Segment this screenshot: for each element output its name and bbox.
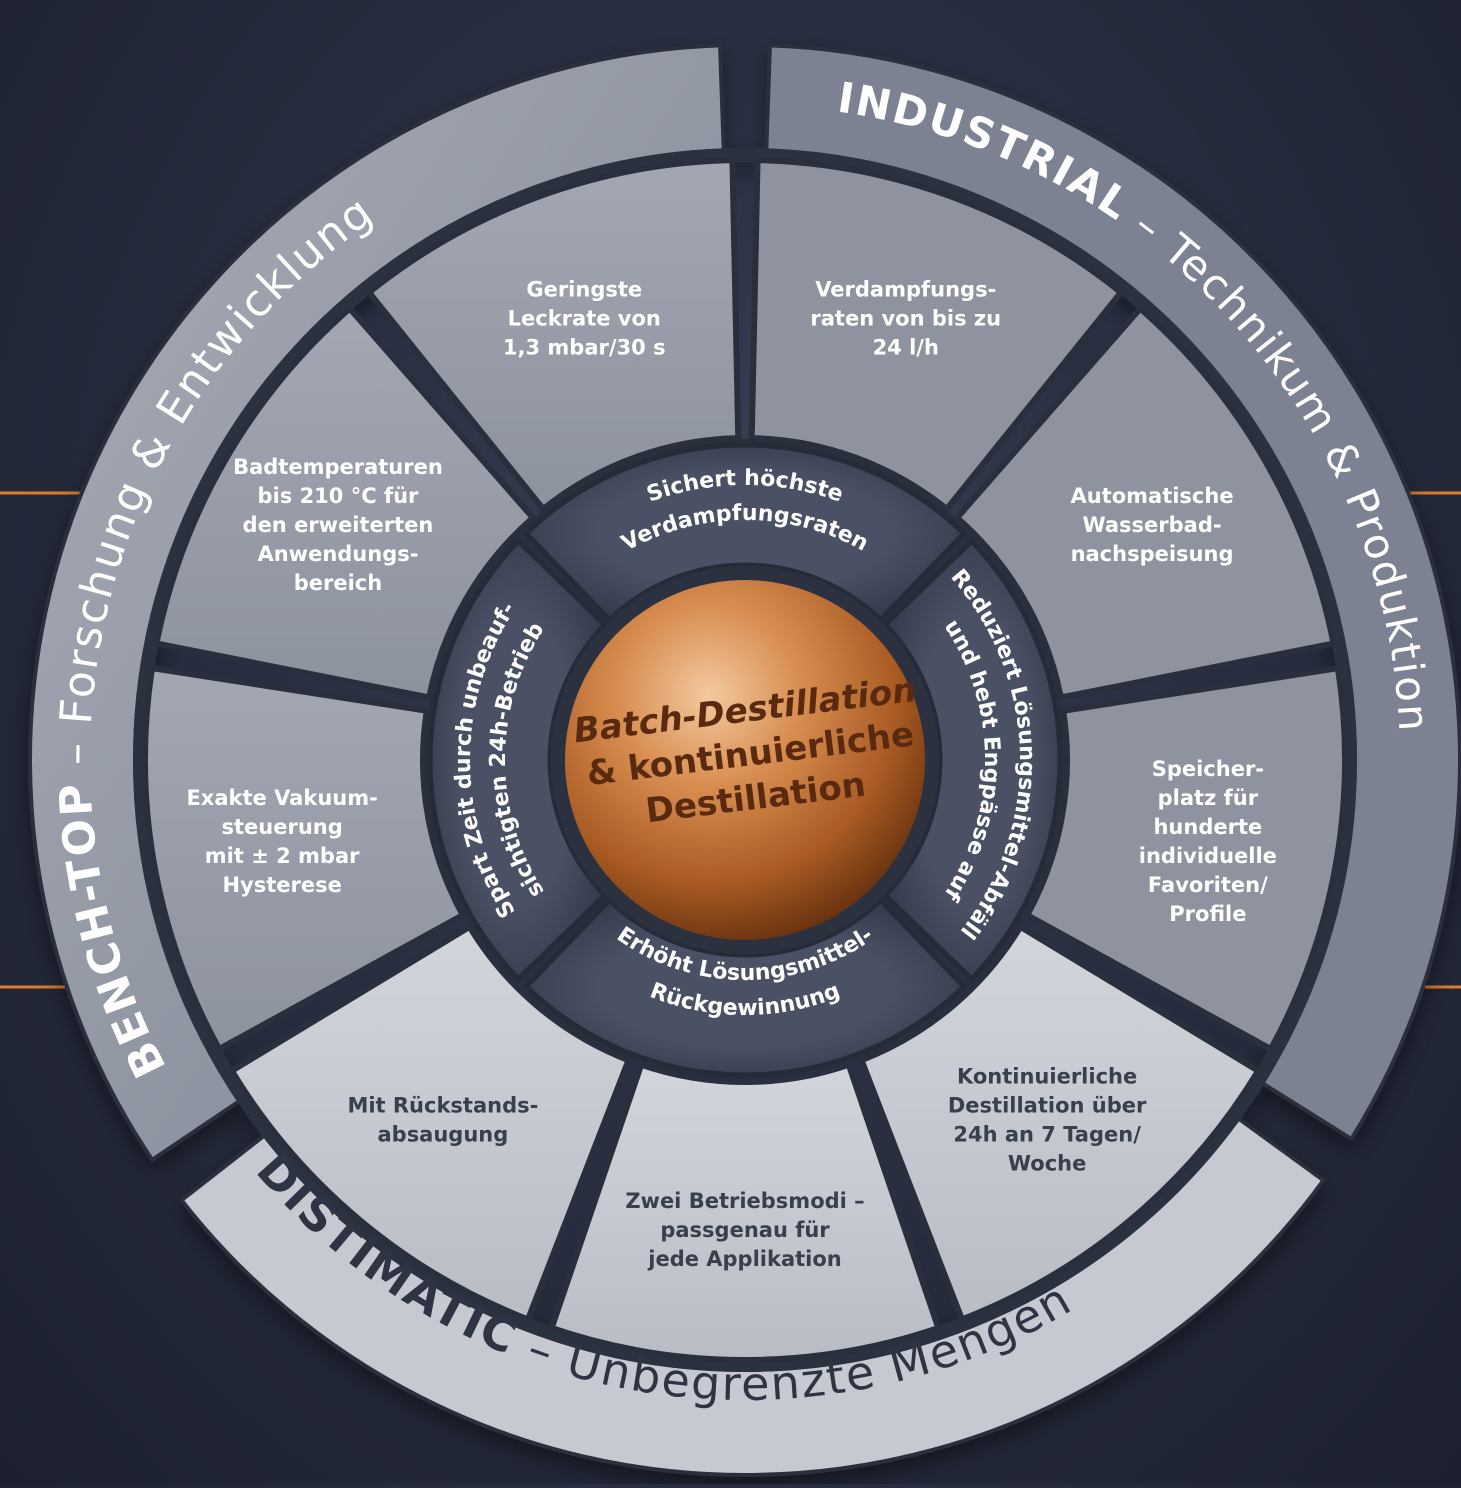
feature-segment-line: mit ± 2 mbar xyxy=(205,844,360,868)
feature-segment: Verdampfungs-raten von bis zu 24 l/h xyxy=(748,157,1126,514)
feature-segment-line: den erweiterten xyxy=(243,513,434,537)
feature-segment-shape xyxy=(152,304,538,701)
feature-segment-text: Zwei Betriebsmodi – passgenau für jede App… xyxy=(625,1189,864,1271)
feature-segment-line: nachspeisung xyxy=(1071,542,1234,566)
feature-segment-line: Leckrate von xyxy=(508,306,661,330)
feature-segment-line: bis 210 °C für xyxy=(258,484,419,508)
feature-segment-text: Badtemperaturen bis 210 °C für den erweite… xyxy=(233,455,443,595)
feature-segment-shape xyxy=(364,157,742,514)
feature-segment-line: individuelle xyxy=(1139,844,1277,868)
feature-segment-line: 1,3 mbar/30 s xyxy=(503,335,666,359)
ring-gap xyxy=(133,148,1357,1372)
outer-ring xyxy=(28,43,1461,1477)
inner-ring-shape xyxy=(522,896,968,1078)
feature-segment-line: Wasserbad- xyxy=(1082,513,1221,537)
feature-segment-line: jede Applikation xyxy=(647,1247,842,1271)
feature-segment-line: Verdampfungs- xyxy=(815,277,996,301)
feature-segment-line: Speicher- xyxy=(1152,757,1264,781)
feature-segment-line: Woche xyxy=(1008,1152,1086,1176)
feature-segment-line: hunderte xyxy=(1153,815,1262,839)
feature-segment: Zwei Betriebsmodi – passgenau für jede App… xyxy=(547,1061,943,1363)
feature-segment-text: Verdampfungs-raten von bis zu 24 l/h xyxy=(810,277,1001,359)
feature-segment-line: passgenau für xyxy=(660,1218,830,1242)
feature-segment-line: absaugung xyxy=(377,1123,508,1147)
feature-segment-shape xyxy=(227,922,633,1324)
feature-segment-line: Badtemperaturen xyxy=(233,455,443,479)
inner-ring-shape xyxy=(427,537,609,983)
feature-segment-line: Hysterese xyxy=(222,873,341,897)
feature-segment-line: raten von bis zu xyxy=(810,306,1001,330)
feature-segment-line: Anwendungs- xyxy=(257,542,418,566)
feature-segment-line: Mit Rückstands- xyxy=(347,1094,538,1118)
center-sphere-group: Batch-Destillation& kontinuierlicheDesti… xyxy=(551,566,939,954)
feature-segment-shape xyxy=(748,157,1126,514)
feature-segment: Mit Rückstands-absaugung xyxy=(227,922,633,1324)
feature-segment-line: platz für xyxy=(1158,786,1259,810)
feature-segment-line: steuerung xyxy=(222,815,343,839)
feature-segment-shape xyxy=(142,664,467,1054)
feature-segment-shape xyxy=(952,304,1338,701)
feature-segment-line: Kontinuierliche xyxy=(957,1065,1137,1089)
feature-segment-line: Exakte Vakuum- xyxy=(186,786,377,810)
feature-segment-line: Automatische xyxy=(1070,484,1233,508)
inner-ring-shape xyxy=(881,537,1063,983)
feature-segment-shape xyxy=(547,1061,943,1363)
feature-segment-shape xyxy=(857,922,1263,1324)
feature-segment-line: 24 l/h xyxy=(873,335,939,359)
feature-segment-line: 24h an 7 Tagen/ xyxy=(953,1123,1141,1147)
feature-segment-line: Profile xyxy=(1169,902,1246,926)
feature-segment-shape xyxy=(1023,664,1348,1054)
feature-segment: Badtemperaturen bis 210 °C für den erweite… xyxy=(152,304,538,701)
center-sphere xyxy=(565,580,925,940)
feature-segment-line: Geringste xyxy=(526,277,642,301)
feature-segment-text: Mit Rückstands-absaugung xyxy=(347,1094,538,1147)
feature-segment-line: Favoriten/ xyxy=(1148,873,1268,897)
feature-segment-line: Zwei Betriebsmodi – xyxy=(625,1189,864,1213)
feature-segment-line: bereich xyxy=(294,571,382,595)
inner-ring-segment: Spart Zeit durch unbeauf-sichtigten 24h-… xyxy=(427,537,609,983)
inner-ring-shape xyxy=(522,442,968,624)
feature-segment-line: Destillation über xyxy=(948,1094,1147,1118)
